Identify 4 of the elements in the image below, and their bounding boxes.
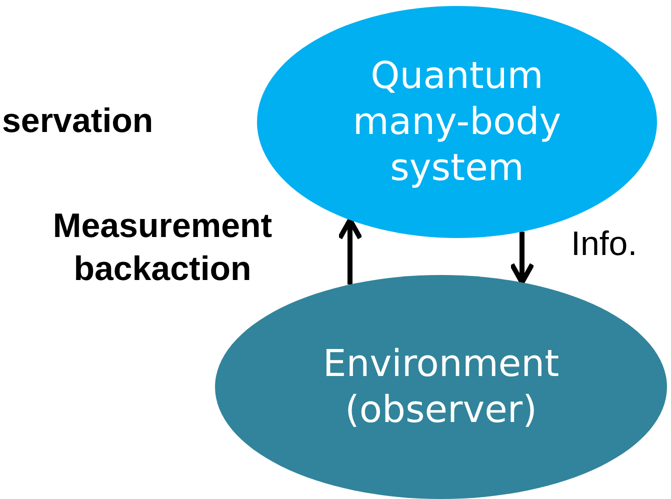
arrow <box>337 218 363 284</box>
arrow <box>509 232 535 285</box>
node-label: Quantum many-body system <box>352 52 562 192</box>
node-label: Environment (observer) <box>322 340 560 433</box>
